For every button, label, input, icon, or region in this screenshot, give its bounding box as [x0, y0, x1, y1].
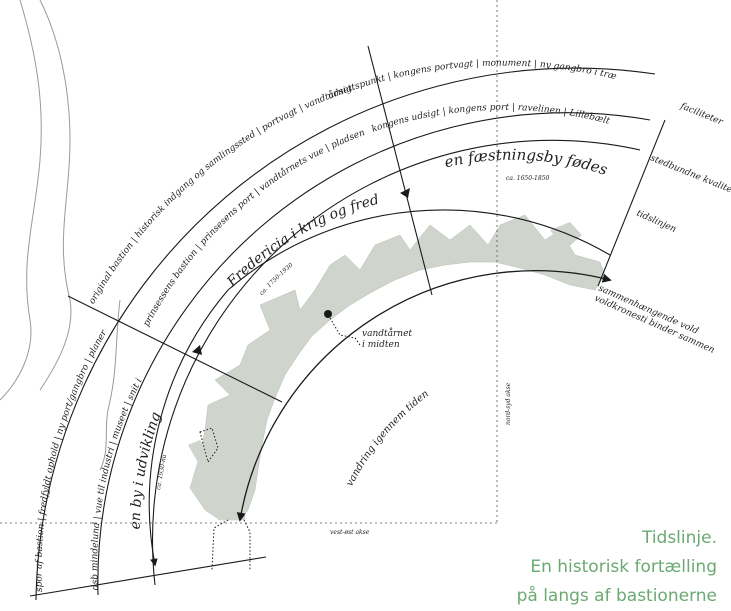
timeline-arrowhead-mid [400, 188, 410, 198]
water-tower-dot [324, 310, 332, 318]
north-era-title: en fæstningsby fødes [443, 146, 610, 179]
timeline-arrow [227, 209, 611, 291]
north-outer-label: udsigtspunkt | kongens portvagt | monume… [327, 58, 618, 101]
contour-line [99, 299, 121, 471]
ring-arcs [35, 67, 656, 601]
northwest-outer-label: original bastion | historisk indgang og … [87, 83, 353, 306]
walk-label: vandring igennem tiden [344, 388, 431, 488]
ring-middle [97, 112, 651, 596]
contour-line [39, 0, 72, 391]
west-middle-label: dsb mindelund | vue til industri | musee… [0, 0, 145, 590]
northwest-era-dates: ca. 1750-1930 [258, 262, 294, 297]
axis-ns-label: nord-syd akse [505, 382, 512, 425]
caption-line1: Tidslinje. [641, 528, 717, 548]
divider-east [597, 119, 666, 287]
bastion-fragment [550, 222, 582, 250]
contour-line [0, 0, 42, 401]
ring-outer [35, 67, 656, 601]
walk-arrow [236, 270, 612, 522]
terrain-contours [0, 0, 121, 471]
ring-label-outer: faciliteter [678, 101, 725, 128]
bastion-fragment [188, 440, 210, 466]
ring-inner [151, 139, 641, 586]
rampart-annotation-line2: voldkronesti binder sammen [593, 294, 716, 356]
caption-line2: En historisk fortælling [530, 557, 717, 577]
ring-label-middle: stedbundne kvaliteter [649, 154, 731, 201]
timeline-arrow-west [148, 289, 229, 567]
west-era-dates: ca. 1930-nu [155, 454, 168, 491]
divider-north [367, 45, 433, 296]
axis-ew-label: vest-øst akse [330, 529, 370, 536]
sector-dividers [29, 45, 666, 597]
timeline-arrowhead-west-mid [192, 345, 202, 355]
north-era-dates: ca. 1650-1850 [506, 175, 550, 182]
baseline-south [29, 556, 267, 597]
water-tower-annotation-line1: vandtårnet [362, 327, 412, 339]
caption-line3: på langs af bastionerne [516, 586, 717, 606]
ring-label-inner: tidslinjen [635, 209, 678, 235]
water-tower-annotation-line2: i midten [362, 340, 400, 350]
